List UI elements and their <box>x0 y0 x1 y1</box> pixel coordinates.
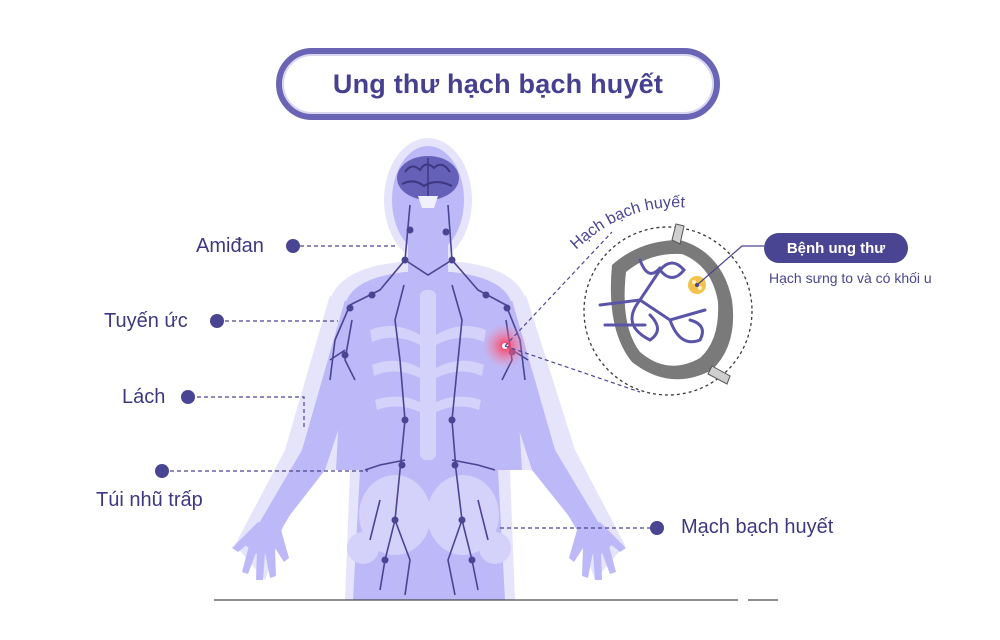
page-title: Ung thư hạch bạch huyết <box>332 68 664 99</box>
cancer-description: Hạch sưng to và có khối u <box>769 270 932 286</box>
label-cisterna: Túi nhũ trấp <box>96 489 203 511</box>
label-thymus: Tuyến ức <box>104 310 188 332</box>
lymph-nodes <box>341 226 516 564</box>
label-tonsil: Amiđan <box>196 235 264 257</box>
label-lymph-vessels: Mạch bạch huyết <box>681 516 834 538</box>
label-spleen: Lách <box>122 386 166 408</box>
magnified-node <box>583 223 764 396</box>
lymphatic-network <box>329 204 529 596</box>
cancer-badge: Bệnh ung thư <box>764 233 908 263</box>
title-banner: Ung thư hạch bạch huyết <box>276 48 720 120</box>
brain-icon <box>397 156 459 208</box>
leader-lines <box>170 231 650 529</box>
label-dots <box>155 239 664 535</box>
